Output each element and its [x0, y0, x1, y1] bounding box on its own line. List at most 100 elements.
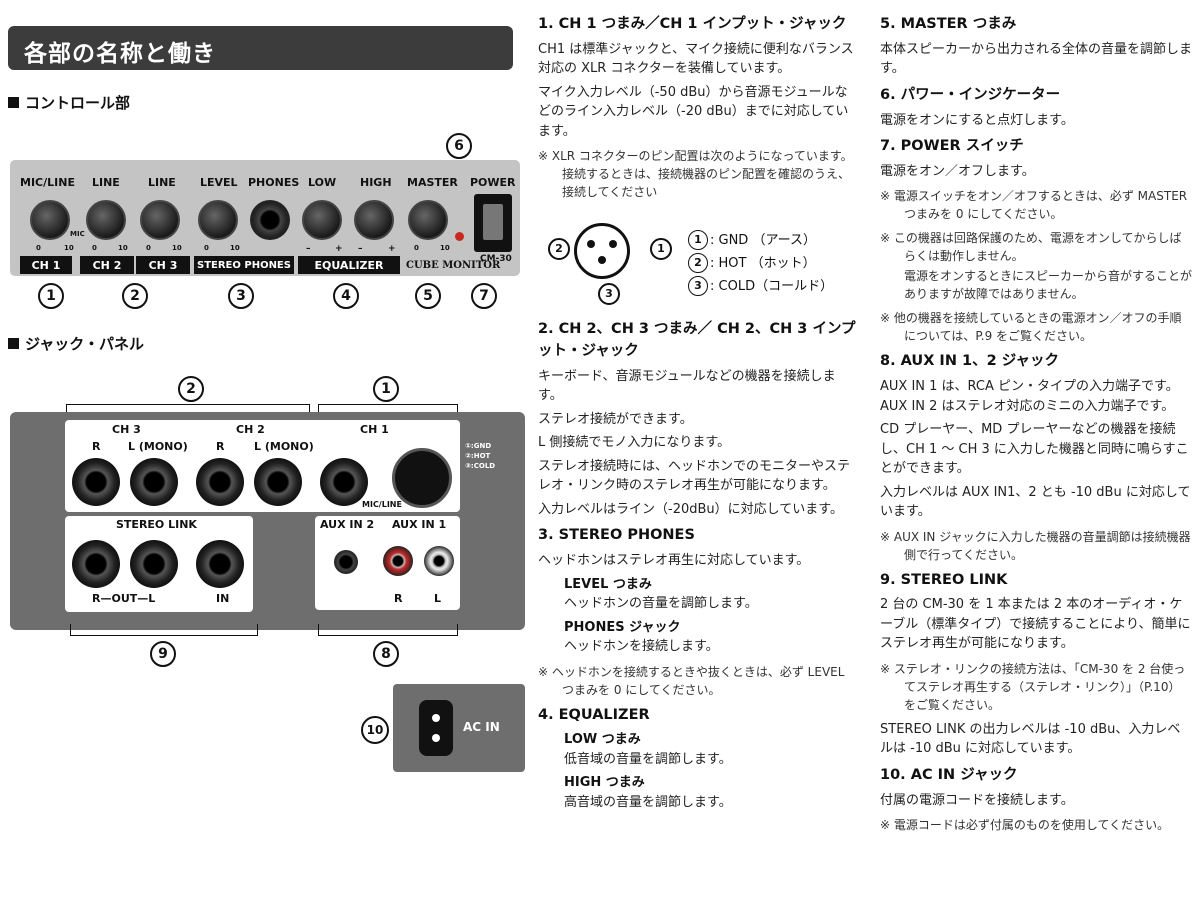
jack-panel: CH 3 CH 2 CH 1 R L (MONO) R L (MONO) MIC… — [10, 412, 525, 630]
link-out-r-jack[interactable] — [72, 540, 120, 588]
ch1-xlr-jack[interactable] — [392, 448, 452, 508]
callout-7: 7 — [471, 283, 497, 309]
xlr-callout-1: 1 — [650, 238, 672, 261]
xlr-callout-2: 2 — [548, 238, 570, 261]
phones-jack[interactable] — [250, 200, 290, 240]
link-in-jack[interactable] — [196, 540, 244, 588]
bracket-aux — [318, 624, 458, 636]
panel-label-mic-line: MIC/LINE — [20, 176, 75, 189]
section-label: コントロール部 — [25, 94, 131, 112]
s2-heading: 2. CH 2、CH 3 つまみ／ CH 2、CH 3 インプット・ジャック — [538, 321, 856, 359]
s3-heading: 3. STEREO PHONES — [538, 527, 695, 544]
ch3-r-jack[interactable] — [72, 458, 120, 506]
bracket-ch1 — [318, 404, 458, 416]
master-scale-max: 10 — [440, 244, 450, 252]
bar-ch1: CH 1 — [20, 256, 72, 274]
label-ch2-l-mono: L (MONO) — [254, 440, 314, 453]
left-illustrations: 各部の名称と働き コントロール部 6 MIC/LINE LINE LINE LE… — [0, 0, 530, 900]
s8-p3: 入力レベルは AUX IN1、2 とも -10 dBu に対応しています。 — [880, 484, 1191, 520]
legend-num: 3 — [688, 276, 708, 297]
pin-hot: ②:HOT — [465, 452, 491, 460]
s5-p1: 本体スピーカーから出力される全体の音量を調節します。 — [880, 41, 1193, 77]
jack-callout-8: 8 — [373, 641, 399, 667]
callout-5: 5 — [415, 283, 441, 309]
ch1-knob[interactable] — [30, 200, 70, 240]
legend-cold: 3: COLD（コールド） — [688, 276, 834, 297]
aux2-mini-jack[interactable] — [334, 550, 358, 574]
legend-text: : HOT （ホット） — [710, 255, 816, 271]
ch3-knob[interactable] — [140, 200, 180, 240]
s1-heading: 1. CH 1 つまみ／CH 1 インプット・ジャック — [538, 16, 847, 32]
bracket-ch2-ch3 — [66, 404, 310, 416]
callout-1: 1 — [38, 283, 64, 309]
legend-hot: 2: HOT （ホット） — [688, 253, 833, 274]
mic-tag: MIC — [70, 230, 85, 238]
ch3-scale-min: 0 — [146, 244, 151, 252]
ch2-knob[interactable] — [86, 200, 126, 240]
ch1-line-jack[interactable] — [320, 458, 368, 506]
ch2-l-jack[interactable] — [254, 458, 302, 506]
label-stereo-link: STEREO LINK — [116, 518, 197, 531]
level-knob[interactable] — [198, 200, 238, 240]
power-indicator-led — [455, 232, 464, 241]
xlr-connector-icon — [574, 223, 630, 280]
level-scale-max: 10 — [230, 244, 240, 252]
ch3-scale-max: 10 — [172, 244, 182, 252]
s4-sub1-text: 低音域の音量を調節します。 — [564, 751, 732, 767]
middle-column: 1. CH 1 つまみ／CH 1 インプット・ジャック CH1 は標準ジャックと… — [538, 8, 856, 816]
page-title: 各部の名称と働き — [8, 26, 513, 70]
legend-text: : GND （アース） — [710, 232, 817, 248]
bar-ch2: CH 2 — [80, 256, 134, 274]
master-knob[interactable] — [408, 200, 448, 240]
legend-gnd: 1: GND （アース） — [688, 230, 833, 251]
xlr-diagram: 2 1 3 1: GND （アース） 2: HOT （ホット） 3: COLD（… — [538, 207, 856, 313]
low-knob[interactable] — [302, 200, 342, 240]
ac-inlet[interactable] — [419, 700, 453, 756]
s10-note: ※ 電源コードは必ず付属のものを使用してください。 — [880, 818, 1170, 832]
panel-label-phones: PHONES — [248, 176, 300, 189]
link-out-l-jack[interactable] — [130, 540, 178, 588]
bar-ch3: CH 3 — [136, 256, 190, 274]
s8-p1: AUX IN 1 は、RCA ピン・タイプの入力端子です。AUX IN 2 はス… — [880, 379, 1179, 414]
ac-pin-top-icon — [432, 714, 440, 722]
s7-p1: 電源をオン／オフします。 — [880, 163, 1035, 179]
callout-3: 3 — [228, 283, 254, 309]
panel-label-master: MASTER — [407, 176, 458, 189]
model-name: CM-30 — [480, 254, 512, 264]
ch2-scale-min: 0 — [92, 244, 97, 252]
s1-p2: マイク入力レベル（-50 dBu）から音源モジュールなどのライン入力レベル（-2… — [538, 84, 849, 139]
s2-p2: ステレオ接続ができます。 — [538, 411, 693, 427]
label-in: IN — [216, 592, 230, 605]
label-ch2-r: R — [216, 440, 225, 453]
high-knob[interactable] — [354, 200, 394, 240]
s2-p3: L 側接続でモノ入力になります。 — [538, 435, 731, 451]
aux1-r-rca-jack[interactable] — [383, 546, 413, 576]
legend-num: 2 — [688, 253, 708, 274]
legend-text: : COLD（コールド） — [710, 278, 834, 294]
s8-p2: CD プレーヤー、MD プレーヤーなどの機器を接続し、CH 1 ～ CH 3 に… — [880, 422, 1189, 476]
aux1-l-rca-jack[interactable] — [424, 546, 454, 576]
bar-stereo-phones: STEREO PHONES — [194, 256, 294, 274]
label-aux2: AUX IN 2 — [320, 518, 375, 531]
bar-equalizer: EQUALIZER — [298, 256, 400, 274]
s10-p1: 付属の電源コードを接続します。 — [880, 792, 1074, 808]
square-bullet-icon — [8, 97, 19, 108]
callout-2: 2 — [122, 283, 148, 309]
power-switch[interactable] — [474, 194, 512, 252]
s3-note: ※ ヘッドホンを接続するときや抜くときは、必ず LEVEL つまみを 0 にして… — [538, 664, 845, 697]
xlr-pin-1-icon — [609, 240, 617, 249]
callout-6: 6 — [446, 133, 472, 159]
panel-label-low: LOW — [308, 176, 337, 189]
s7-note3: ※ 他の機器を接続しているときの電源オン／オフの手順については、P.9 をご覧く… — [880, 311, 1182, 344]
ch1-scale-max: 10 — [64, 244, 74, 252]
label-ch3-l-mono: L (MONO) — [128, 440, 188, 453]
xlr-pin-2-icon — [587, 240, 595, 249]
panel-label-line-ch3: LINE — [148, 176, 176, 189]
panel-label-power: POWER — [470, 176, 516, 189]
ac-in-panel: AC IN — [393, 684, 525, 772]
ch2-r-jack[interactable] — [196, 458, 244, 506]
low-plus-mark: + — [335, 244, 343, 254]
s8-heading: 8. AUX IN 1、2 ジャック — [880, 353, 1060, 370]
ch3-l-jack[interactable] — [130, 458, 178, 506]
control-panel: MIC/LINE LINE LINE LEVEL PHONES LOW HIGH… — [10, 160, 520, 276]
